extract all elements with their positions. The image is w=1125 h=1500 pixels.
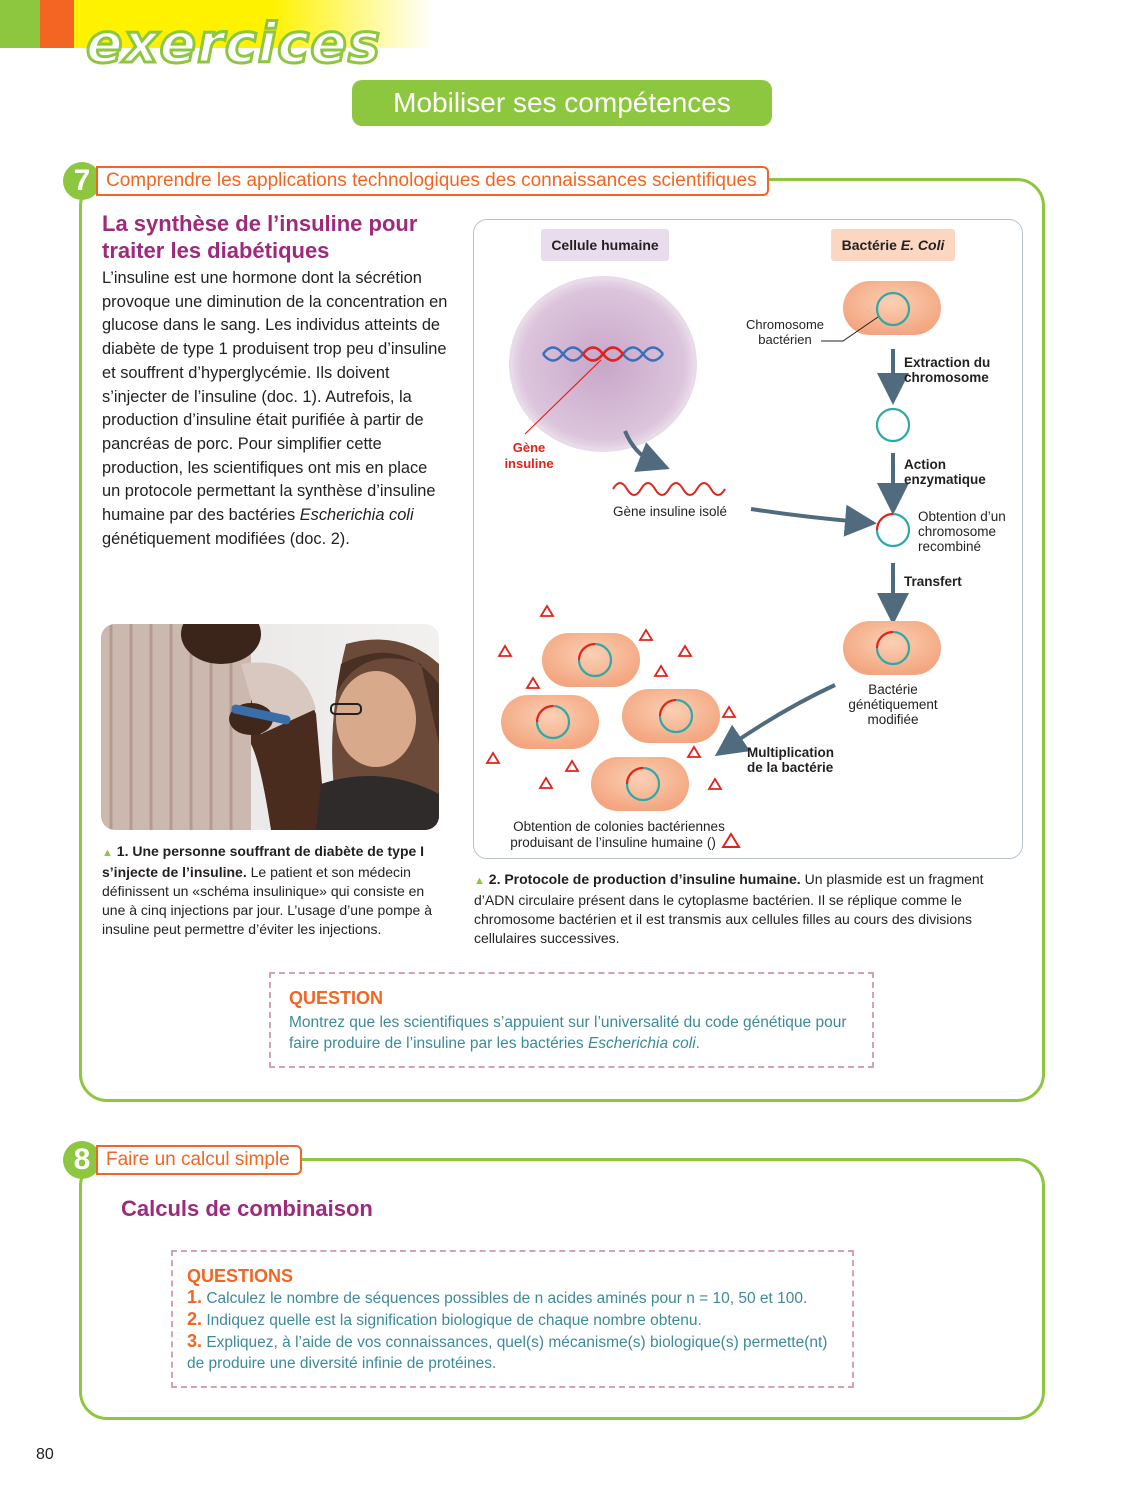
doc2-diagram: Cellule humaine Bactérie E. Coli Gène in… — [485, 229, 1006, 850]
gene-label-line2: insuline — [504, 456, 553, 471]
chromosome-pointer — [821, 316, 879, 342]
bacteria-label-prefix: Bactérie — [842, 237, 901, 253]
header-orange-block — [40, 0, 74, 48]
extracted-chromosome — [875, 407, 911, 443]
human-cell — [509, 276, 697, 452]
recombined-chromosome — [875, 512, 911, 548]
isolated-gene — [612, 482, 726, 496]
human-cell-label: Cellule humaine — [551, 237, 659, 253]
question-2: 2. Indiquez quelle est la signification … — [187, 1309, 838, 1331]
colonies-label-line2: produisant de l’insuline humaine () — [510, 835, 716, 850]
gm-label-line2: génétiquement — [848, 697, 938, 712]
chromosome-label-line2: bactérien — [758, 332, 811, 347]
question-2-number: 2. — [187, 1309, 203, 1329]
gm-label-line3: modifiée — [867, 712, 918, 727]
gene-label-line1: Gène — [513, 440, 546, 455]
doc2-caption-text: Un plasmide est un fragment d’ADN circul… — [474, 871, 984, 946]
exercise-8-questions-box: QUESTIONS 1. Calculez le nombre de séque… — [171, 1250, 854, 1388]
question-3: 3. Expliquez, à l’aide de vos connaissan… — [187, 1331, 838, 1374]
questions-title: QUESTIONS — [187, 1266, 294, 1286]
question-text-main: Montrez que les scientifiques s’appuient… — [289, 1014, 847, 1052]
bacteria-label-box — [831, 229, 955, 261]
recombined-label-line3: recombiné — [918, 539, 981, 554]
question-1-number: 1. — [187, 1287, 203, 1307]
caption-triangle-icon: ▲ — [102, 847, 113, 859]
question-2-text: Indiquez quelle est la signification bio… — [202, 1312, 702, 1329]
exercise-8-number: 8 — [63, 1141, 101, 1179]
multiplication-label-line1: Multiplication — [747, 745, 834, 760]
exercise-7-title-line2: traiter les diabétiques — [102, 238, 330, 263]
multiplication-arrow — [714, 683, 836, 757]
exercise-7-question-box: QUESTION Montrez que les scientifiques s… — [269, 972, 874, 1068]
colonies-label-line1: Obtention de colonies bactériennes — [513, 819, 725, 834]
isolation-arrow — [623, 430, 670, 472]
action-label-line1: Action — [904, 457, 946, 472]
insulin-triangle-icon — [721, 832, 741, 848]
doc1-photo — [101, 624, 439, 830]
body-text-italic: Escherichia coli — [299, 506, 414, 525]
dna-helix — [542, 346, 664, 362]
gene-insertion-arrow — [750, 504, 877, 537]
question-text-end: . — [695, 1035, 700, 1052]
exercise-7-number: 7 — [63, 162, 101, 200]
header-yellow-band — [74, 0, 434, 48]
modified-chromosome — [875, 630, 911, 666]
recombined-label-line2: chromosome — [918, 524, 996, 539]
recombined-label-line1: Obtention d’un — [918, 509, 1006, 524]
header-green-block — [0, 0, 40, 48]
body-text-end: génétiquement modifiées (doc. 2). — [102, 529, 350, 548]
extraction-label-line1: Extraction du — [904, 355, 990, 370]
doc2-caption: ▲ 2. Protocole de production d’insuline … — [474, 870, 1024, 948]
page-number: 80 — [36, 1446, 54, 1463]
human-cell-label-box — [541, 229, 669, 261]
question-3-number: 3. — [187, 1331, 203, 1351]
bacterial-chromosome — [875, 291, 911, 327]
doc1-caption: ▲ 1. Une personne souffrant de diabète d… — [102, 842, 442, 939]
bacteria-label: Bactérie E. Coli — [842, 237, 946, 253]
insulin-triangles — [485, 604, 737, 790]
question-title: QUESTION — [289, 988, 384, 1008]
caption-triangle-icon: ▲ — [474, 875, 485, 887]
bacteria-label-italic: E. Coli — [901, 237, 946, 253]
exercise-8-title: Calculs de combinaison — [121, 1196, 373, 1221]
question-1: 1. Calculez le nombre de séquences possi… — [187, 1287, 838, 1309]
chromosome-label-line1: Chromosome — [746, 317, 824, 332]
exercise-7-skill-tag: Comprendre les applications technologiqu… — [96, 166, 769, 196]
header-title: exercices — [84, 12, 382, 75]
question-text: Montrez que les scientifiques s’appuient… — [289, 1012, 854, 1054]
doc2-diagram-frame — [473, 219, 1023, 859]
exercise-7-title-line1: La synthèse de l’insuline pour — [102, 211, 418, 236]
isolated-gene-label: Gène insuline isolé — [613, 504, 727, 519]
exercise-8-skill-tag: Faire un calcul simple — [96, 1145, 302, 1175]
doc1-caption-text: Le patient et son médecin définissent un… — [102, 864, 433, 937]
bacterium-modified — [843, 621, 941, 675]
multiplication-label-line2: de la bactérie — [747, 760, 834, 775]
gm-label-line1: Bactérie — [868, 682, 918, 697]
transfer-label: Transfert — [904, 574, 962, 589]
colonies-label-line2-end: ) — [711, 835, 716, 850]
exercise-7-body: L’insuline est une hormone dont la sécré… — [102, 267, 448, 551]
doc1-illustration — [101, 624, 439, 830]
doc1-caption-bold: 1. Une personne souffrant de diabète de … — [102, 843, 425, 880]
colonies-label-line2-start: produisant de l’insuline humaine ( — [510, 835, 712, 850]
bacterium-original — [843, 281, 941, 335]
exercise-7-title: La synthèse de l’insuline pour traiter l… — [102, 210, 417, 264]
extraction-label-line2: chromosome — [904, 370, 989, 385]
question-3-text: Expliquez, à l’aide de vos connaissances… — [187, 1334, 828, 1372]
doc2-caption-bold: 2. Protocole de production d’insuline hu… — [488, 871, 801, 887]
question-text-italic: Escherichia coli — [587, 1035, 696, 1052]
bacterial-colonies — [501, 633, 720, 811]
action-label-line2: enzymatique — [904, 472, 986, 487]
question-1-text: Calculez le nombre de séquences possible… — [202, 1290, 808, 1307]
section-banner: Mobiliser ses compétences — [352, 80, 772, 126]
body-text-part: L’insuline est une hormone dont la sécré… — [102, 269, 448, 525]
gene-pointer-line — [524, 359, 602, 435]
